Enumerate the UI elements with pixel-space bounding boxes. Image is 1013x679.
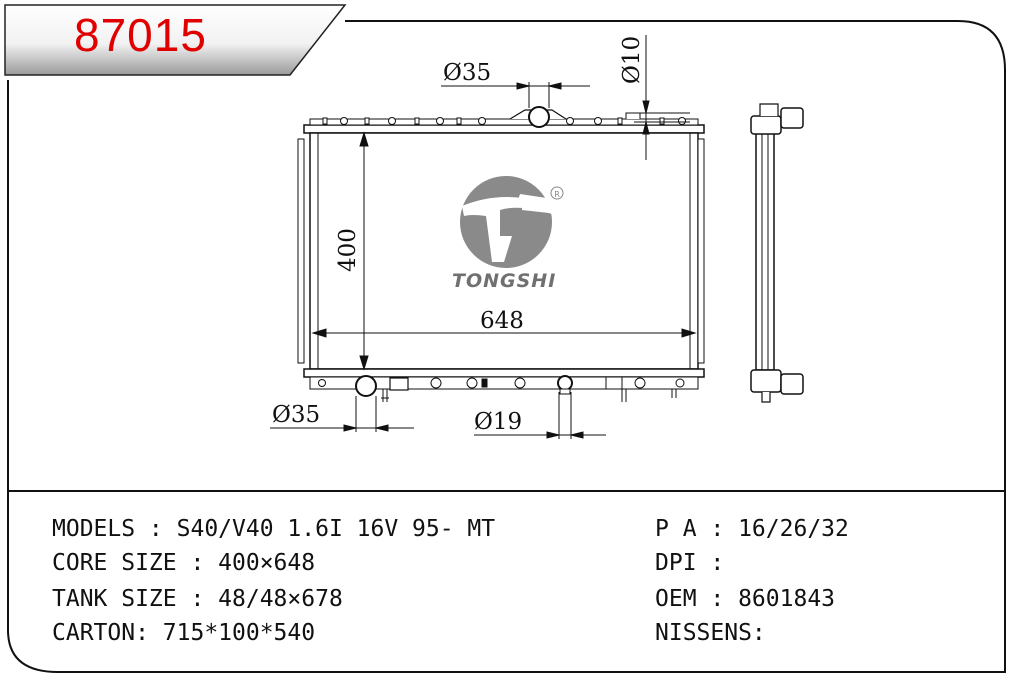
side-view (755, 129, 775, 371)
part-number: 87015 (74, 9, 207, 61)
port-diameter-label: Ø19 (474, 409, 523, 435)
spec-core-size: CORE SIZE : 400×648 (52, 550, 316, 576)
tongshi-logo: R (460, 176, 564, 268)
spec-carton: CARTON: 715*100*540 (52, 620, 316, 646)
core-height-label: 400 (335, 228, 361, 272)
drain-diameter-label: Ø10 (619, 35, 645, 84)
spec-tank-size: TANK SIZE : 48/48×678 (52, 586, 343, 612)
outlet-pipe (355, 375, 377, 397)
inlet-diameter-label: Ø35 (443, 60, 492, 86)
spec-nissens: NISSENS: (655, 620, 766, 646)
spec-oem: OEM : 8601843 (655, 586, 836, 612)
inlet-pipe (528, 106, 550, 128)
spec-dpi: DPI : (655, 550, 725, 576)
core-width-label: 648 (480, 308, 524, 334)
spec-pa: P A : 16/26/32 (655, 516, 849, 542)
outer-border (7, 20, 1006, 673)
bottom-port (557, 375, 573, 391)
svg-text:R: R (554, 190, 560, 199)
outlet-diameter-label: Ø35 (272, 402, 321, 428)
spec-models: MODELS : S40/V40 1.6I 16V 95- MT (52, 516, 496, 542)
title-tab (4, 4, 347, 76)
brand-name: TONGSHI (452, 270, 557, 292)
